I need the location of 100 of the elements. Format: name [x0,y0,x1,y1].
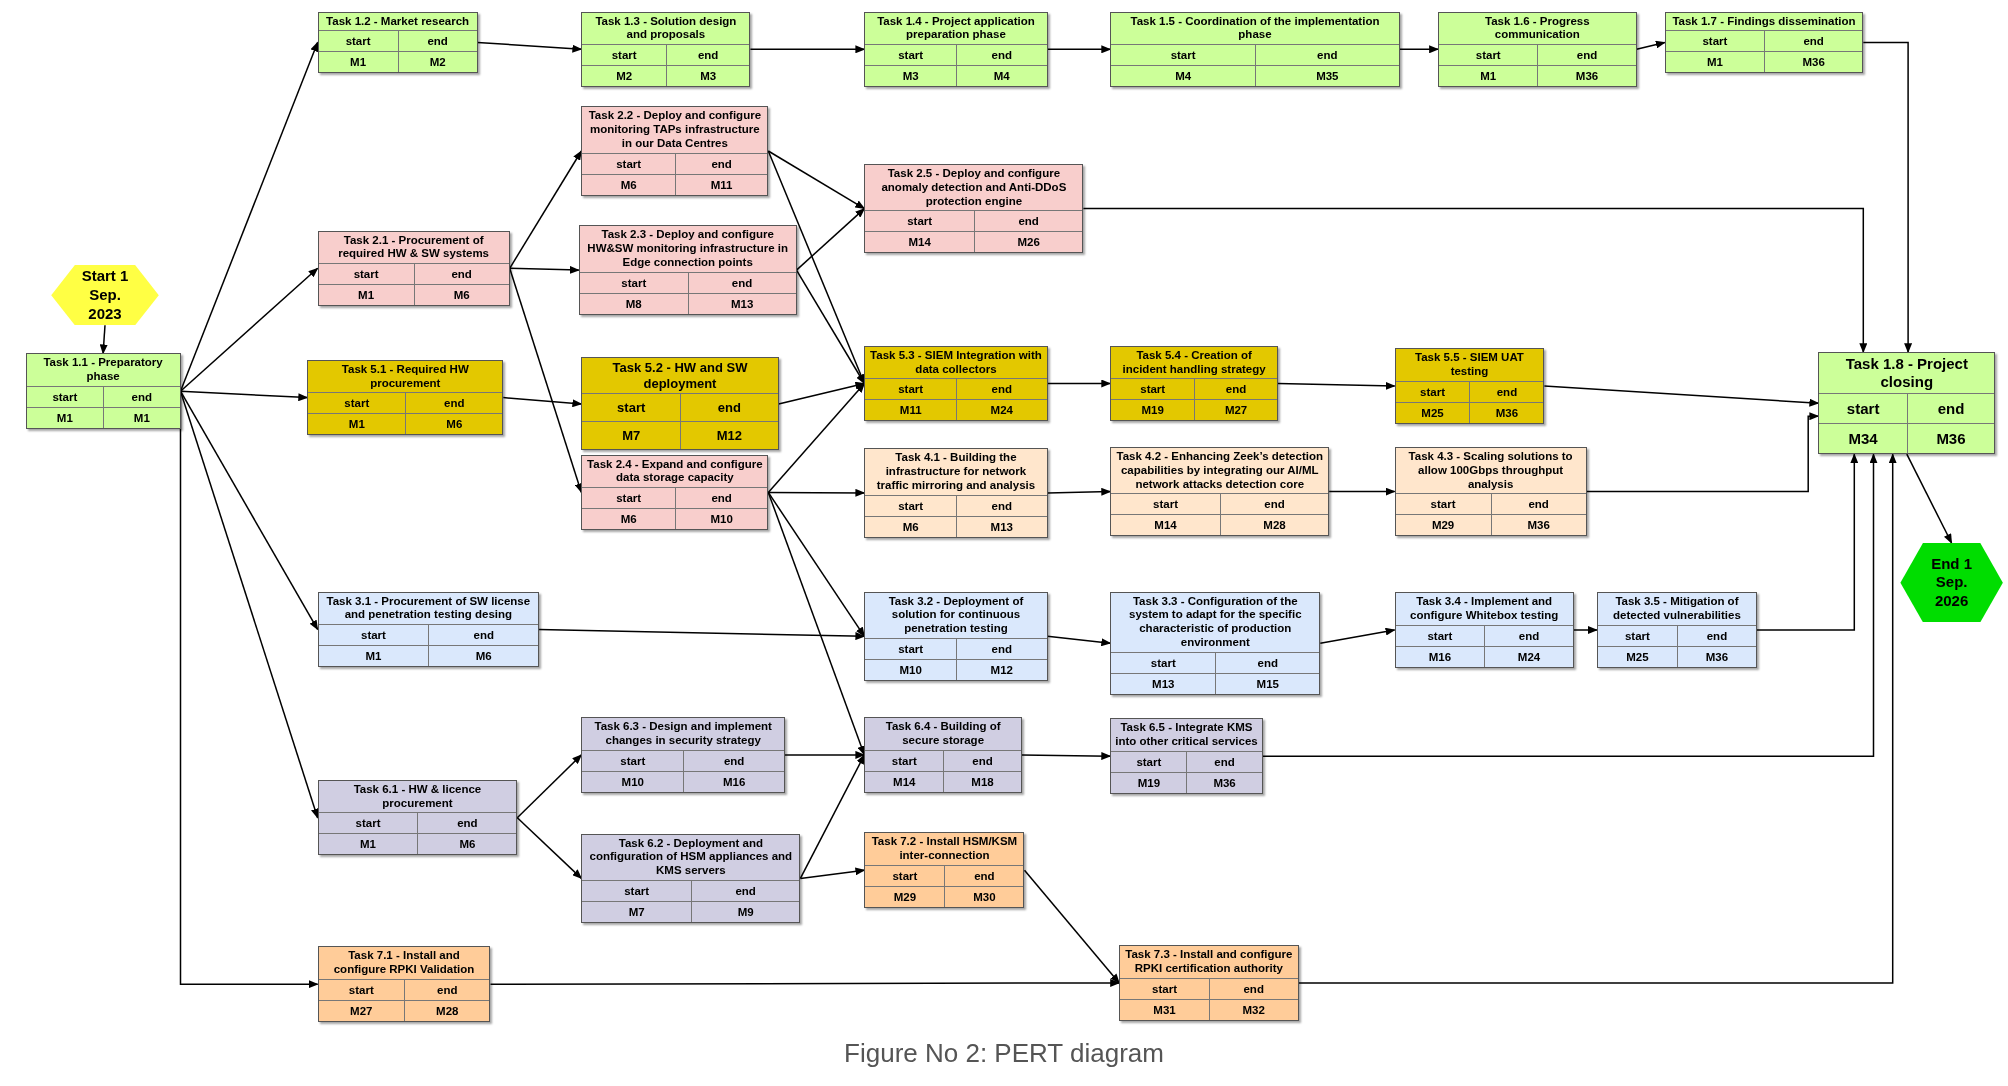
task-card [581,357,779,451]
task-card [581,106,769,196]
arrow [795,269,866,385]
milestone-value: M6 [582,508,675,530]
column-header: end [1490,493,1586,515]
task-title: Task 1.2 - Market research [325,13,471,29]
task-title: Task 1.8 - Project closing [1844,354,1969,393]
task-title: Task 3.3 - Configuration of the system to adapt for the specific characteristic of production environment [1128,593,1303,650]
column-header: end [1254,44,1399,66]
column-header: start [1395,493,1491,515]
column-header: start [865,378,956,400]
arrow [1082,207,1868,354]
milestone-value: M36 [1186,772,1262,793]
arrow [179,267,319,392]
figure-caption: Figure No 2: PERT diagram [843,1038,1165,1069]
milestone-value: M1 [318,51,398,73]
arrow [99,324,108,355]
task-card [864,448,1048,538]
column-header: end [404,978,490,1000]
milestone-value: M1 [318,284,414,306]
column-header: start [582,487,675,509]
task-title: Task 3.4 - Implement and configure Whitebox testing [1409,594,1560,624]
column-header: end [1676,625,1756,647]
milestone-label: Start 1 Sep. 2023 [80,267,130,324]
column-header: end [1906,393,1995,424]
task-title: Task 7.3 - Install and configure RPKI certification authority [1124,947,1294,976]
column-header: start [582,152,675,174]
arrow [1021,752,1112,761]
arrow [1297,453,1897,984]
task-card [1110,446,1330,537]
milestone-value: M7 [582,901,691,923]
task-card [25,353,181,430]
column-header: start [1111,378,1195,400]
task-title: Task 2.4 - Expand and configure data storage capacity [586,456,764,486]
milestone-value: M14 [865,770,944,792]
milestone-value: M26 [973,231,1083,253]
column-header: end [665,44,750,66]
arrow [777,381,866,405]
arrow [1398,45,1440,54]
column-header: end [680,393,778,422]
milestone-value: M36 [1469,401,1544,423]
arrow [1543,385,1820,407]
arrow [1585,412,1820,493]
column-header: end [1219,493,1329,515]
milestone-value: M27 [318,999,404,1021]
arrow [749,45,866,54]
milestone-value: M1 [318,645,429,667]
column-header: end [687,271,796,293]
task-card [1394,446,1587,537]
milestone-value: M1 [318,833,418,855]
task-title: Task 3.2 - Deployment of solution for continuous penetration testing [887,593,1025,637]
arrow [1635,40,1666,51]
column-header: start [1819,393,1907,424]
task-title: Task 7.1 - Install and configure RPKI Validation [332,948,476,978]
milestone-value: M34 [1819,423,1907,454]
task-title: Task 6.3 - Design and implement changes in security strategy [593,719,773,748]
column-header: end [690,880,800,902]
arrow [1023,869,1120,984]
column-header: start [865,44,956,66]
task-title: Task 4.1 - Building the infrastructure for network traffic mirroring and analysis [875,450,1037,493]
milestone-value: M3 [865,65,956,87]
task-card [864,591,1048,681]
milestone-value: M6 [428,645,539,667]
task-card [578,225,797,315]
milestone-value: M3 [665,65,750,87]
column-header: start [318,624,429,646]
task-title: Task 6.5 - Integrate KMS into other critical services [1114,720,1259,750]
column-header: start [582,44,666,66]
task-title: Task 2.2 - Deploy and configure monitoring TAPs infrastructure in our Data Centres [587,108,763,151]
arrow [767,491,866,638]
column-header: start [582,393,680,422]
column-header: start [1111,751,1187,772]
milestone-value: M29 [1395,514,1491,536]
milestone-value: M12 [955,659,1047,680]
column-header: end [428,624,539,646]
column-header: start [318,30,398,52]
column-header: start [1597,625,1677,647]
milestone-value: M36 [1676,646,1756,668]
milestone-value: M11 [674,173,768,195]
task-title: Task 1.5 - Coordination of the implementation phase [1129,13,1381,43]
task-card [864,345,1048,422]
milestone-value: M4 [955,65,1047,87]
arrow [1277,381,1396,390]
column-header: end [943,749,1021,771]
milestone-value: M8 [579,292,688,314]
task-card [1818,352,1996,455]
column-header: start [308,392,406,414]
task-title: Task 6.1 - HW & licence procurement [352,781,483,811]
milestone-value: M24 [1484,646,1573,668]
task-title: Task 3.1 - Procurement of SW license and penetration testing desing [325,593,532,623]
column-header: end [674,487,768,509]
column-header: start [865,494,956,516]
task-title: Task 3.5 - Mitigation of detected vulnerabilities [1612,594,1742,624]
milestone-value: M6 [413,284,509,306]
task-title: Task 1.6 - Progress communication [1484,13,1591,43]
column-header: start [579,271,688,293]
arrow [1046,379,1112,388]
column-header: end [1208,977,1298,999]
task-title: Task 4.2 - Enhancing Zeek’s detection capabilities by integrating our AI/ML network attacks detection core [1115,448,1324,492]
milestone-value: M1 [103,407,180,429]
